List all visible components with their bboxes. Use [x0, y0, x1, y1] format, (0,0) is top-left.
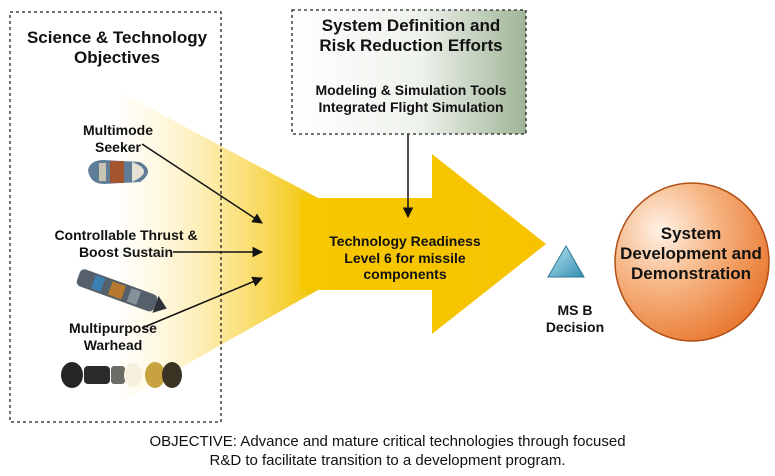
system-definition-box: [291, 9, 527, 135]
science-technology-title: Science & Technology Objectives: [22, 28, 212, 68]
thrust-label: Controllable Thrust & Boost Sustain: [36, 227, 216, 260]
thrust-icon: [76, 269, 167, 313]
label-line: Demonstration: [631, 264, 751, 284]
label-line: System: [660, 224, 722, 243]
objective-caption: OBJECTIVE: Advance and mature critical t…: [60, 432, 715, 470]
label-line: Decision: [545, 318, 605, 335]
sdd-circle: [614, 182, 770, 342]
title-line: Science & Technology: [26, 28, 208, 47]
caption-line: R&D to facilitate transition to a develo…: [209, 452, 566, 470]
technology-readiness-label: Technology Readiness Level 6 for missile…: [300, 233, 510, 283]
label-line: MS B: [557, 302, 593, 318]
tool-line: Modeling & Simulation Tools: [315, 82, 507, 98]
system-definition-title: System Definition and Risk Reduction Eff…: [296, 16, 526, 56]
label-line: Warhead: [83, 336, 143, 353]
seeker-arrow: [141, 143, 263, 224]
technology-readiness-arrow: [300, 154, 546, 334]
seeker-icon: [88, 160, 148, 184]
caption-line: OBJECTIVE: Advance and mature critical t…: [149, 433, 626, 450]
label-line: Controllable Thrust &: [54, 227, 198, 243]
warhead-label: Multipurpose Warhead: [58, 320, 168, 353]
label-line: Boost Sustain: [78, 243, 174, 260]
system-definition-tools: Modeling & Simulation Tools Integrated F…: [296, 82, 526, 115]
warhead-icon: [61, 362, 182, 388]
warhead-arrow: [141, 276, 263, 329]
ms-b-decision-label: MS B Decision: [535, 302, 615, 335]
title-line: Risk Reduction Efforts: [319, 36, 503, 56]
title-line: System Definition and: [321, 16, 501, 35]
label-line: Multipurpose: [69, 320, 157, 336]
seeker-label: Multimode Seeker: [68, 122, 168, 155]
technology-funnel: [120, 92, 318, 402]
label-line: Level 6 for missile: [344, 249, 466, 266]
triangle-icon: [547, 245, 585, 278]
label-line: Technology Readiness: [329, 233, 481, 249]
science-technology-box: [9, 11, 222, 423]
title-line: Objectives: [74, 48, 160, 68]
tool-line: Integrated Flight Simulation: [318, 98, 504, 115]
label-line: components: [363, 266, 447, 283]
label-line: Seeker: [95, 138, 141, 155]
sdd-label: System Development and Demonstration: [616, 224, 766, 284]
label-line: Multimode: [83, 122, 153, 138]
label-line: Development and: [620, 244, 762, 264]
